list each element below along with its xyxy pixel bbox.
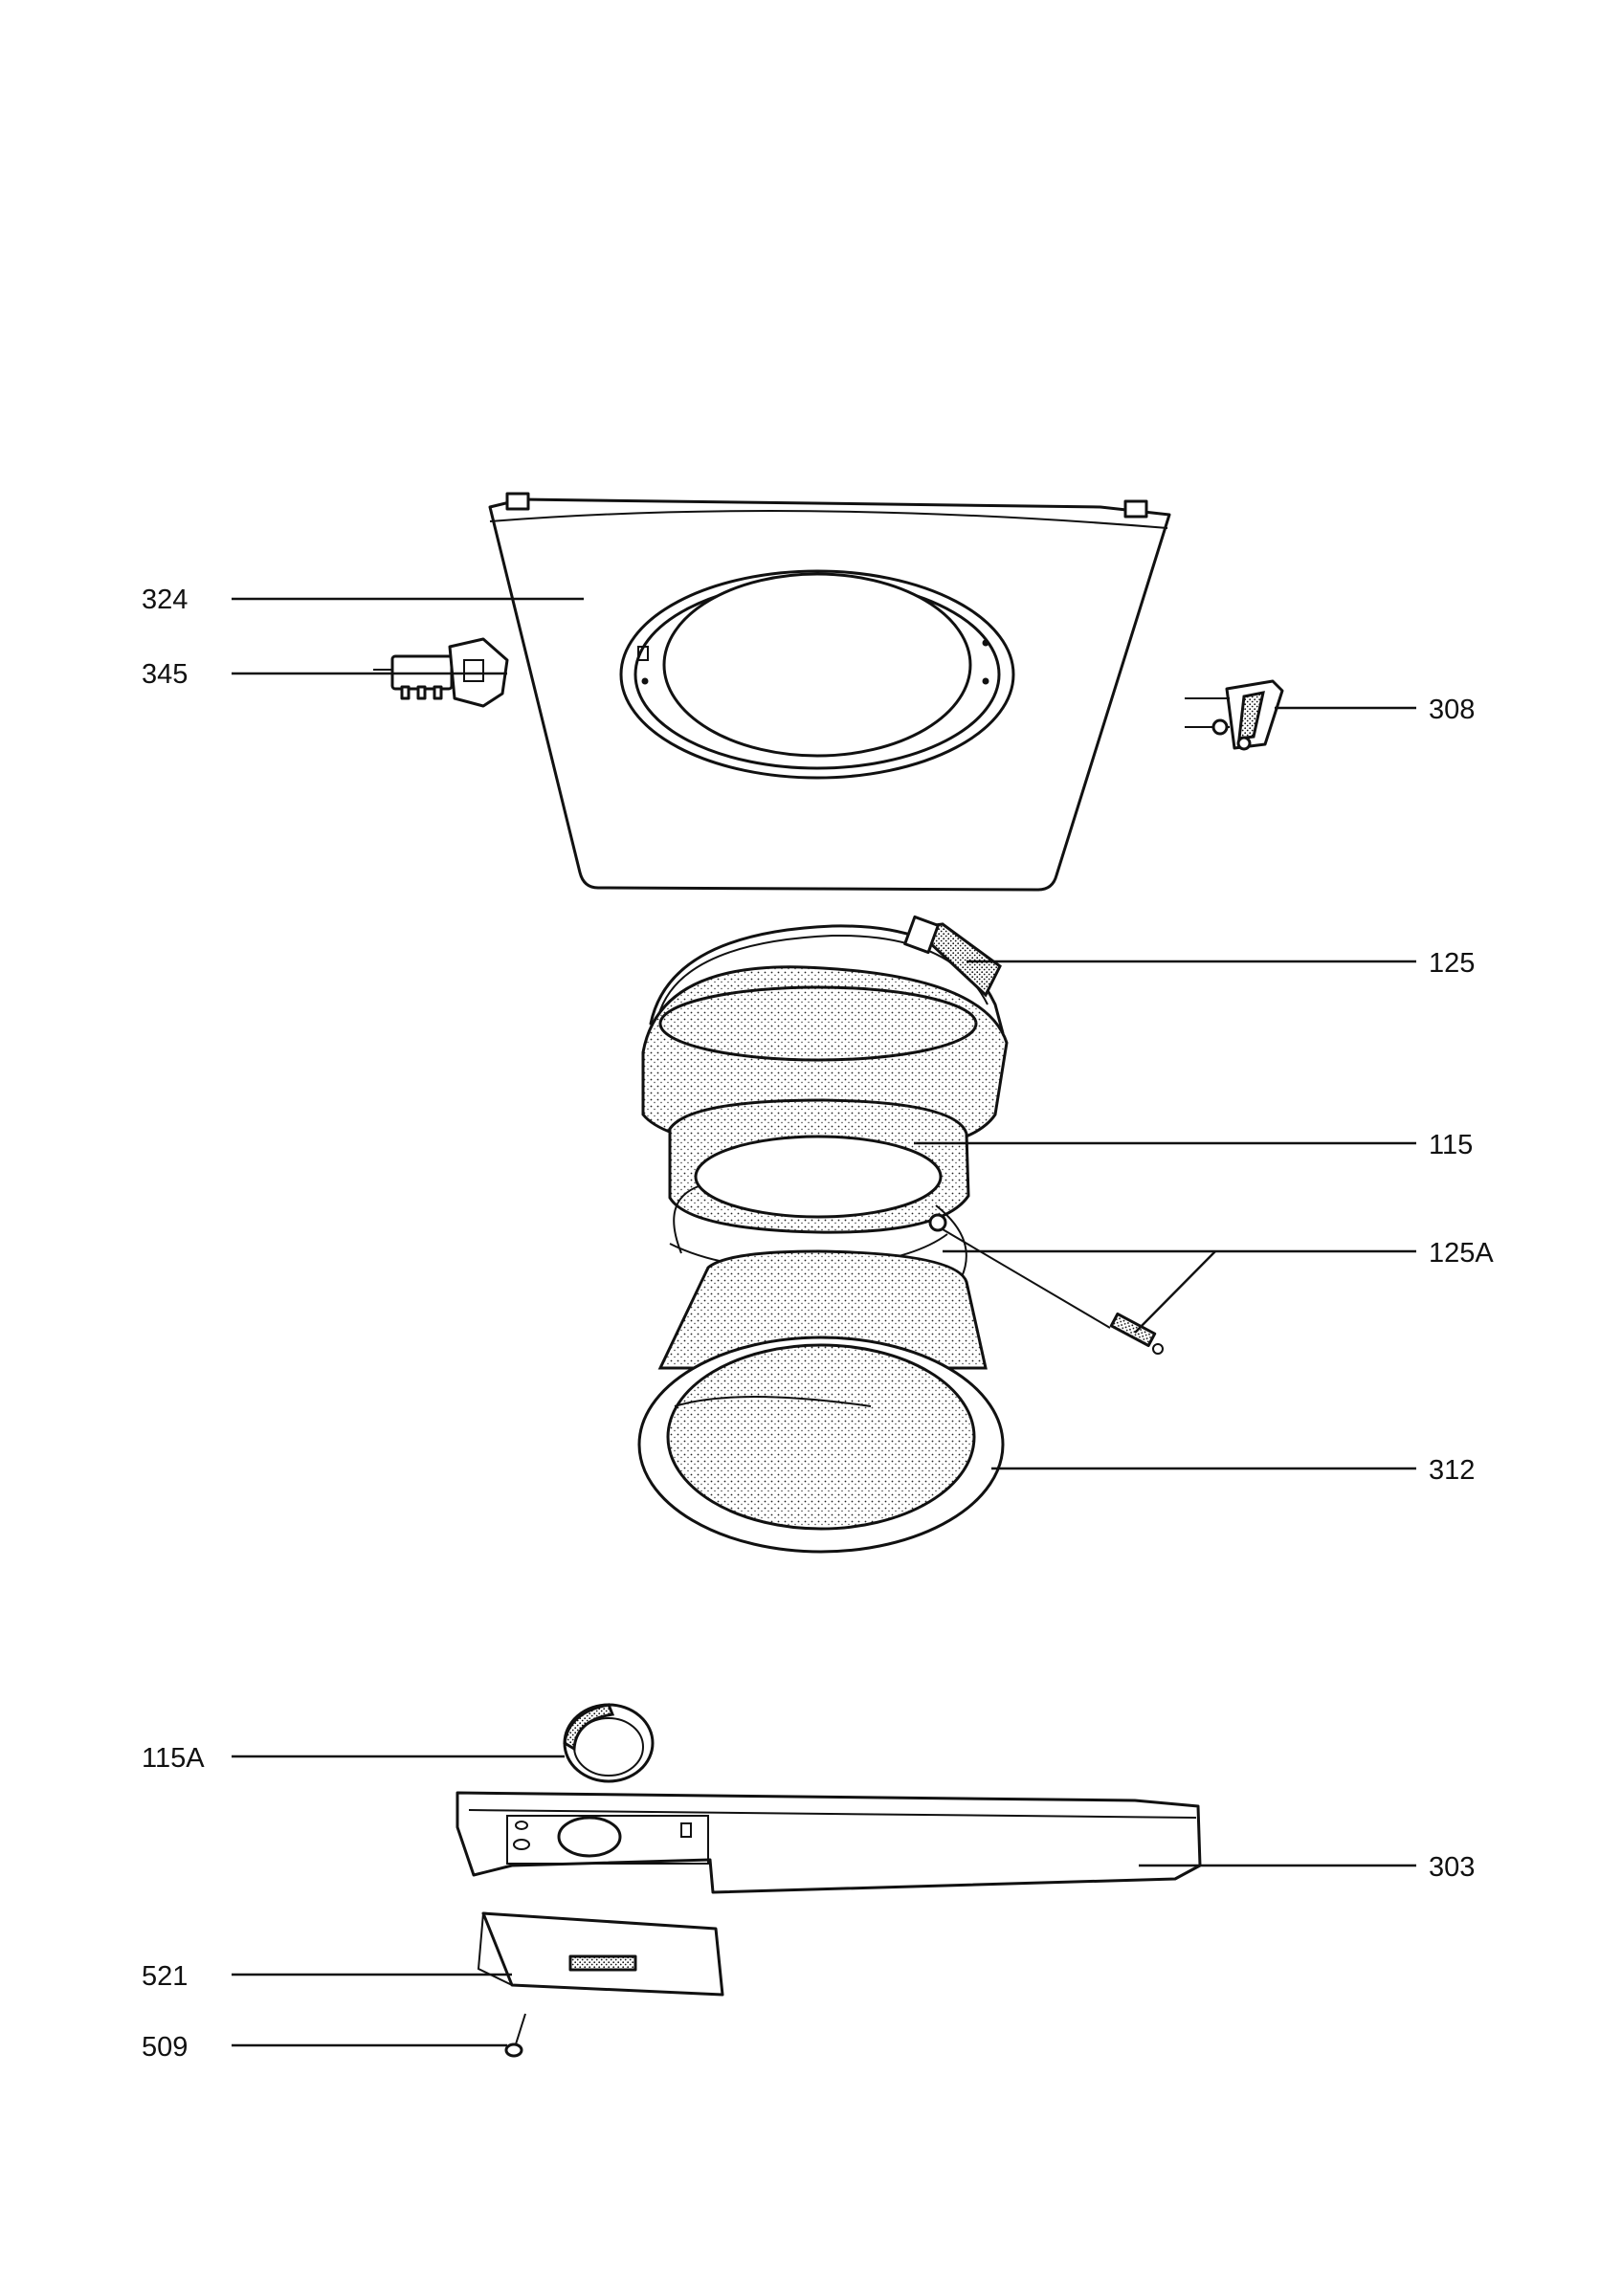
- door-gasket-115: [641, 965, 1009, 1234]
- tension-spring-icon: [1109, 1312, 1164, 1355]
- label-303: 303: [1429, 1852, 1475, 1883]
- drawer-front-521: [477, 1911, 724, 1997]
- label-312: 312: [1429, 1455, 1475, 1486]
- front-panel-324: [488, 492, 1171, 892]
- part-labels: 324 345 308 125 115 125A 312 115A 303 52…: [142, 585, 1494, 2063]
- label-125: 125: [1429, 948, 1475, 979]
- label-345: 345: [142, 659, 188, 690]
- label-125A: 125A: [1429, 1238, 1494, 1269]
- door-hinge-308: [1185, 679, 1284, 751]
- label-115: 115: [1429, 1130, 1473, 1160]
- control-panel-303: [455, 1791, 1202, 1894]
- door-lock-345: [373, 637, 509, 708]
- label-115A: 115A: [142, 1743, 205, 1774]
- bowl-312: [637, 1249, 1005, 1554]
- small-gasket-115A: [563, 1703, 655, 1783]
- screw-509: [504, 2013, 526, 2058]
- label-521: 521: [142, 1961, 188, 1992]
- label-324: 324: [142, 585, 188, 615]
- label-308: 308: [1429, 695, 1475, 725]
- leader-lines: [232, 597, 1416, 2047]
- label-509: 509: [142, 2032, 188, 2063]
